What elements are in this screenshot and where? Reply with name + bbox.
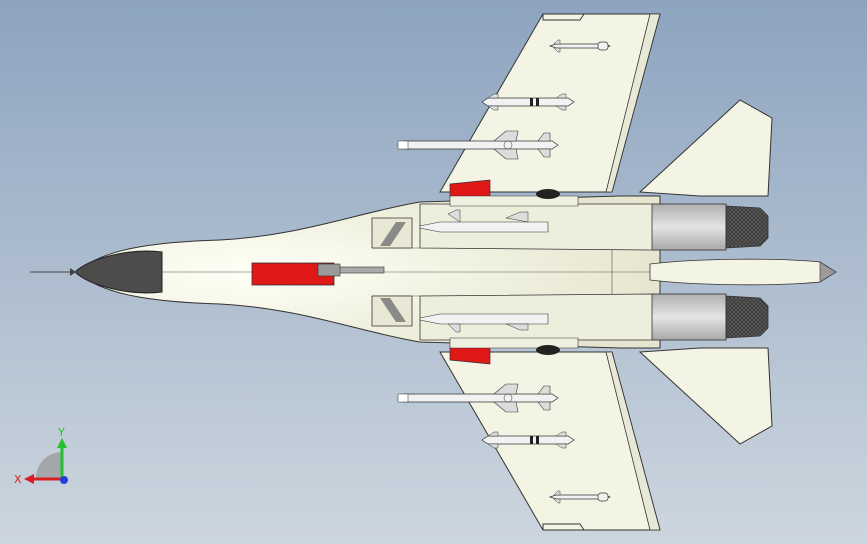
- lower-fuselage-stores: [419, 313, 579, 355]
- x-axis-label: X: [14, 473, 22, 486]
- upper-intake-ramp: [380, 222, 406, 246]
- upper-engine-casing: [651, 203, 727, 251]
- y-axis-arrowhead: [57, 438, 67, 448]
- fighter-jet-model[interactable]: [30, 13, 837, 531]
- triad-plane-shade: [36, 452, 62, 478]
- lower-engine-casing: [651, 293, 727, 341]
- upper-engine-nozzle: [725, 205, 769, 249]
- upper-wing-tip: [605, 13, 661, 193]
- tail-stinger: [649, 258, 837, 286]
- lower-intake-ramp: [380, 298, 406, 322]
- pitot-tip: [70, 268, 76, 276]
- upper-horizontal-stabilizer[interactable]: [638, 99, 773, 197]
- lower-horizontal-stabilizer[interactable]: [638, 347, 773, 445]
- x-axis-arrowhead: [24, 474, 34, 484]
- upper-fuselage-stores: [419, 189, 579, 233]
- lower-wing-leading-edge: [542, 523, 585, 531]
- y-axis-label: Y: [57, 426, 65, 439]
- axis-triad[interactable]: Y X: [14, 426, 68, 486]
- tail-stinger-tip: [819, 261, 837, 283]
- lower-wing-tip: [605, 351, 661, 531]
- upper-wing-leading-edge: [542, 13, 585, 21]
- cannon-housing: [317, 263, 341, 277]
- z-axis-dot: [60, 476, 68, 484]
- lower-engine-nozzle: [725, 295, 769, 339]
